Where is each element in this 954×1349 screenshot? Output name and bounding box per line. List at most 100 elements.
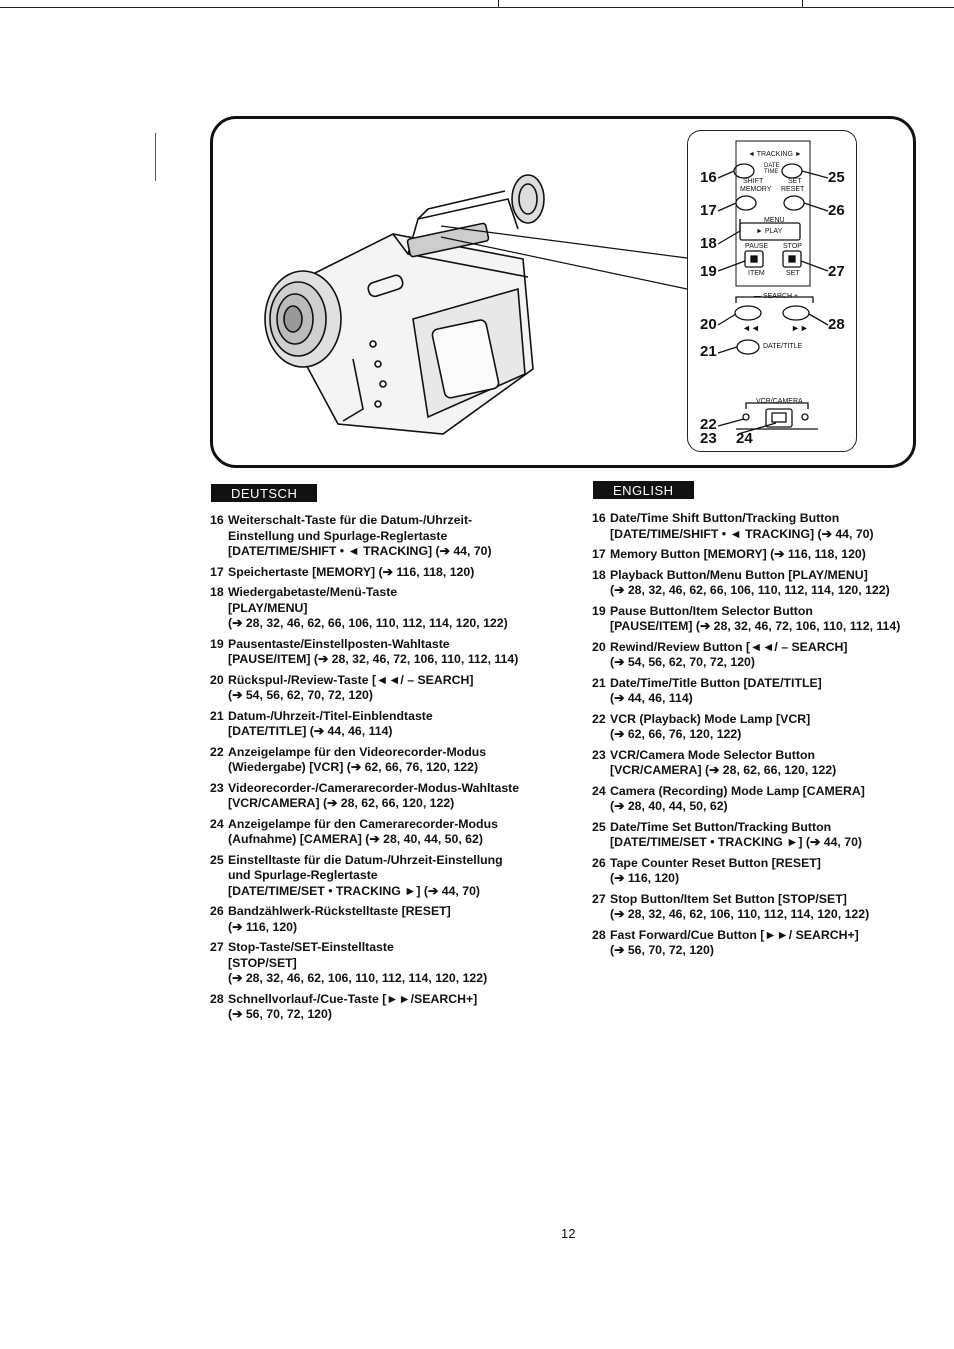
leader-lines [440,225,688,290]
deutsch-list: 16 Weiterschalt-Taste für die Datum-/Uhrz… [210,513,555,1028]
item-line: Anzeigelampe für den Videorecorder-Modus [228,744,487,759]
item-line: Weiterschalt-Taste für die Datum-/Uhrzei… [228,513,473,527]
callout-26: 26 [828,202,845,219]
item-text: Weiterschalt-Taste für die Datum-/Uhrzei… [228,513,555,560]
item-number: 23 [210,780,224,795]
item-line: Camera (Recording) Mode Lamp [CAMERA] [610,783,865,798]
camcorder-figure: ◄ TRACKING ► DATE TIME SHIFT SET MEMORY … [210,116,916,468]
callout-24: 24 [736,430,753,447]
list-item: 18 Playback Button/Menu Button [PLAY/MENU… [592,568,927,599]
item-line: Date/Time/Title Button [DATE/TITLE] [610,675,822,690]
item-line: VCR (Playback) Mode Lamp [VCR] [610,711,811,726]
item-number: 16 [592,511,606,525]
item-text: Schnellvorlauf-/Cue-Taste [►►/SEARCH+](➔… [228,992,555,1023]
item-line: [DATE/TITLE] (➔ 44, 46, 114) [228,724,393,738]
list-item: 23 Videorecorder-/Camerarecorder-Modus-Wa… [210,781,555,812]
item-line: Pause Button/Item Selector Button [610,603,813,618]
item-number: 18 [210,585,224,599]
callout-17: 17 [700,202,717,219]
item-text: VCR (Playback) Mode Lamp [VCR](➔ 62, 66,… [610,712,927,743]
item-line: (➔ 28, 40, 44, 50, 62) [610,799,728,813]
item-number: 26 [210,904,224,918]
item-number: 22 [210,744,224,759]
item-line: (➔ 116, 120) [610,871,680,885]
item-number: 26 [592,855,606,870]
item-text: Anzeigelampe für den Camerarecorder-Modu… [228,817,555,848]
list-item: 16 Date/Time Shift Button/Tracking Button… [592,511,927,542]
item-number: 17 [592,547,606,561]
callout-16: 16 [700,169,717,186]
item-line: (➔ 116, 120) [228,919,298,934]
item-line: Wiedergabetaste/Menü-Taste [228,585,398,599]
item-number: 16 [210,513,224,527]
item-number: 27 [210,940,224,954]
item-number: 19 [210,636,224,651]
item-text: Fast Forward/Cue Button [►►/ SEARCH+](➔ … [610,928,927,959]
item-line: (➔ 28, 32, 46, 62, 106, 110, 112, 114, 1… [610,907,870,921]
vcr-camera-label: VCR/CAMERA [756,398,803,405]
item-line: (➔ 54, 56, 62, 70, 72, 120) [228,688,373,702]
item-line: (➔ 28, 32, 46, 62, 106, 110, 112, 114, 1… [228,971,488,985]
list-item: 26 Tape Counter Reset Button [RESET](➔ 11… [592,856,927,887]
item-line: VCR/Camera Mode Selector Button [610,747,815,762]
callout-25: 25 [828,169,845,186]
item-line: (➔ 62, 66, 76, 120, 122) [610,727,742,741]
item-number: 22 [592,711,606,726]
item-line: Einstelltaste für die Datum-/Uhrzeit-Ein… [228,852,503,867]
item-line: [PAUSE/ITEM] (➔ 28, 32, 46, 72, 106, 110… [228,652,519,666]
item-line: [VCR/CAMERA] (➔ 28, 62, 66, 120, 122) [610,763,837,777]
callout-27: 27 [828,263,845,280]
item-line: Rewind/Review Button [◄◄/ – SEARCH] [610,639,848,654]
item-line: Speichertaste [MEMORY] (➔ 116, 118, 120) [228,564,475,579]
item-label: ITEM [748,270,765,277]
top-tick [802,0,803,8]
list-item: 22 VCR (Playback) Mode Lamp [VCR](➔ 62, 6… [592,712,927,743]
item-line: Tape Counter Reset Button [RESET] [610,855,821,870]
top-tick [498,0,499,8]
item-number: 28 [210,991,224,1006]
set2-label: SET [786,270,800,277]
item-line: [DATE/TIME/SET • TRACKING ►] (➔ 44, 70) [610,835,863,849]
item-line: Playback Button/Menu Button [PLAY/MENU] [610,567,868,582]
pause-label: PAUSE [745,243,769,250]
item-line: (➔ 28, 32, 46, 62, 66, 106, 110, 112, 11… [610,583,890,597]
deutsch-heading: DEUTSCH [211,484,318,502]
callout-21: 21 [700,343,717,360]
item-number: 20 [592,639,606,654]
item-line: [STOP/SET] [228,955,297,970]
item-line: (➔ 56, 70, 72, 120) [610,943,714,957]
camcorder-illustration [264,174,545,435]
item-line: [VCR/CAMERA] (➔ 28, 62, 66, 120, 122) [228,796,455,810]
item-text: Playback Button/Menu Button [PLAY/MENU](… [610,568,927,599]
item-line: [PLAY/MENU] [228,600,308,615]
item-text: Bandzählwerk-Rückstelltaste [RESET](➔ 11… [228,904,555,935]
reset-label: RESET [781,186,805,193]
item-line: [DATE/TIME/SHIFT • ◄ TRACKING] (➔ 44, 70… [228,544,492,558]
item-text: VCR/Camera Mode Selector Button[VCR/CAME… [610,748,927,779]
item-number: 18 [592,567,606,582]
callout-18: 18 [700,235,717,252]
item-text: Camera (Recording) Mode Lamp [CAMERA](➔ … [610,784,927,815]
top-rule [0,7,954,8]
item-text: Einstelltaste für die Datum-/Uhrzeit-Ein… [228,853,555,900]
item-line: [DATE/TIME/SET • TRACKING ►] (➔ 44, 70) [228,883,481,898]
list-item: 24 Camera (Recording) Mode Lamp [CAMERA](… [592,784,927,815]
item-line: Rückspul-/Review-Taste [◄◄/ – SEARCH] [228,672,474,687]
item-line: und Spurlage-Reglertaste [228,868,378,882]
item-number: 24 [592,783,606,798]
item-number: 23 [592,747,606,762]
item-line: Date/Time Shift Button/Tracking Button [610,511,840,525]
list-item: 28 Schnellvorlauf-/Cue-Taste [►►/SEARCH+]… [210,992,555,1023]
item-text: Pause Button/Item Selector Button[PAUSE/… [610,604,927,635]
callout-28: 28 [828,316,845,333]
item-line: Videorecorder-/Camerarecorder-Modus-Wahl… [228,780,520,795]
item-line: Bandzählwerk-Rückstelltaste [RESET] [228,904,451,918]
